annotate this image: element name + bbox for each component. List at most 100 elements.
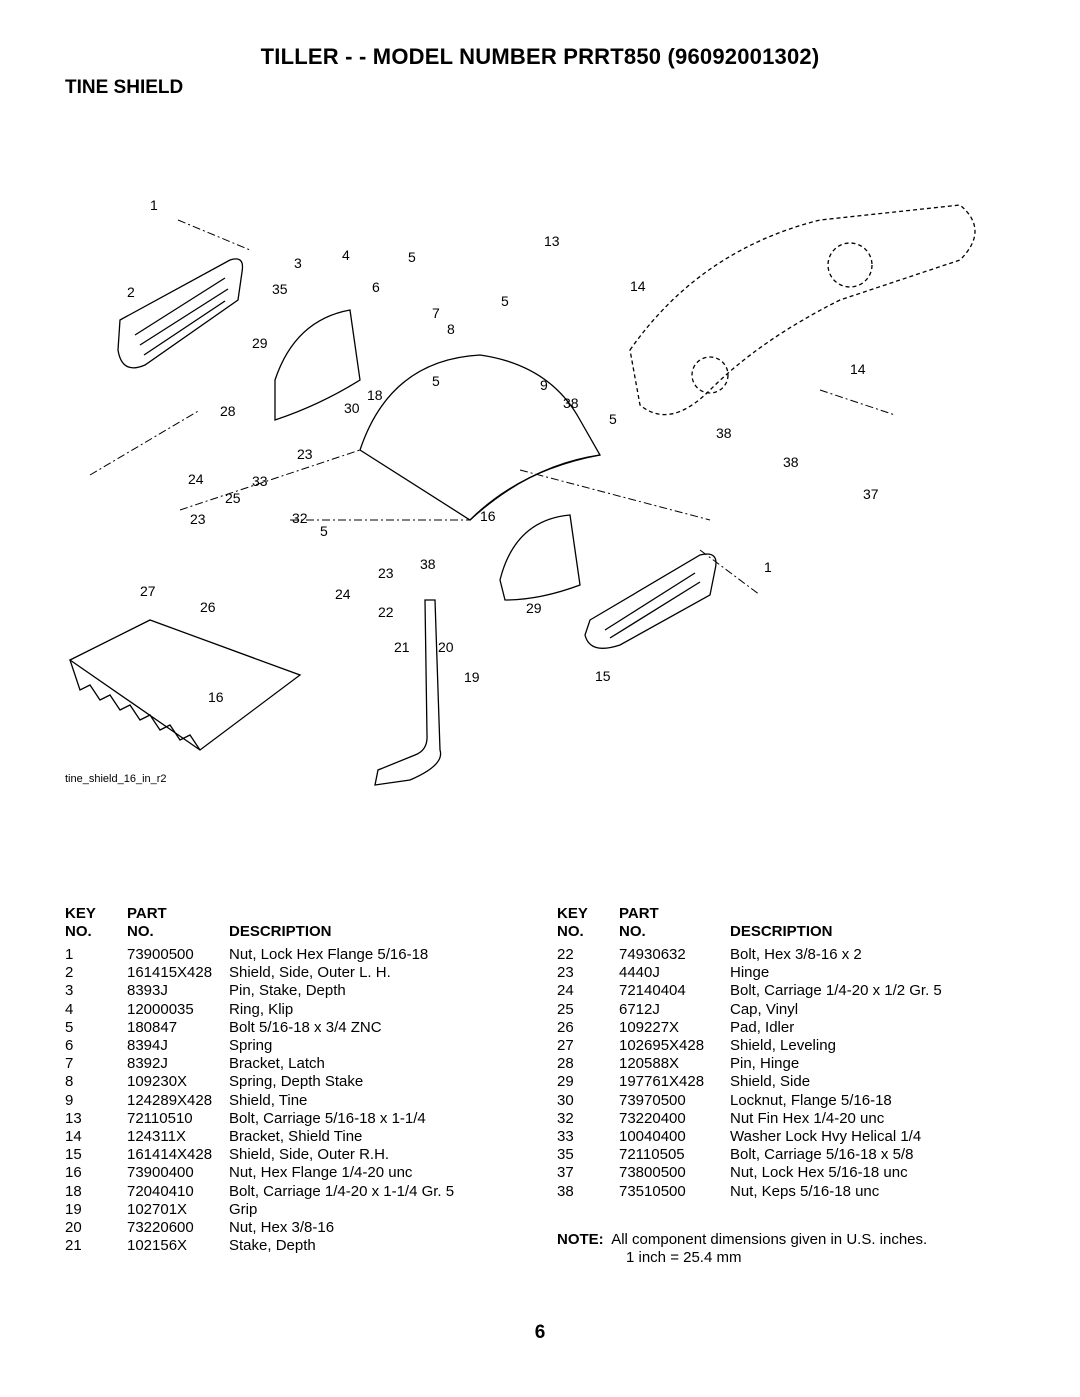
callout-label: 38 [563, 395, 579, 411]
page-number: 6 [534, 1322, 546, 1343]
callout-label: 1 [150, 197, 158, 213]
callout-label: 5 [501, 293, 509, 309]
header-part: PART [127, 905, 167, 922]
key-number: 14 [65, 1128, 82, 1146]
part-description: Nut, Lock Hex 5/16-18 unc [730, 1164, 908, 1182]
callout-label: 24 [188, 471, 204, 487]
callout-label: 23 [190, 511, 206, 527]
part-number: 8392J [127, 1055, 168, 1073]
callout-label: 19 [464, 669, 480, 685]
part-description: Shield, Side [730, 1073, 811, 1091]
key-number: 19 [65, 1200, 82, 1218]
part-description: Pin, Hinge [730, 1055, 800, 1073]
callout-label: 20 [438, 639, 454, 655]
key-number: 13 [65, 1109, 82, 1127]
part-number: 72040410 [127, 1182, 194, 1200]
part-description: Locknut, Flange 5/16-18 [730, 1091, 892, 1109]
callout-label: 27 [140, 583, 156, 599]
key-number: 28 [557, 1055, 574, 1073]
callout-label: 7 [432, 305, 440, 321]
part-description: Nut, Lock Hex Flange 5/16-18 [229, 946, 429, 963]
part-number: 161415X428 [127, 964, 213, 982]
callout-label: 25 [225, 490, 241, 506]
part-description: Stake, Depth [229, 1237, 316, 1255]
leveling-shield-drawing [68, 619, 302, 751]
depth-stake-drawing [374, 599, 442, 786]
key-number: 6 [65, 1037, 74, 1055]
callout-label: 14 [630, 278, 646, 294]
header-key: KEY [65, 905, 96, 922]
callout-label: 29 [526, 600, 542, 616]
table-row: 1 73900500 Nut, Lock Hex Flange 5/16-18 [65, 946, 454, 964]
tine-shield-drawing [359, 354, 602, 521]
part-number: 180847 [127, 1018, 178, 1036]
key-number: 9 [65, 1091, 74, 1109]
part-description: Nut, Keps 5/16-18 unc [730, 1182, 880, 1200]
key-number: 25 [557, 1000, 574, 1018]
key-number: 27 [557, 1037, 574, 1055]
callout-label: 23 [297, 446, 313, 462]
callout-label: 13 [544, 233, 560, 249]
callout-label: 28 [220, 403, 236, 419]
callout-label: 18 [367, 387, 383, 403]
exploded-parts-diagram: 1 2 3 4 5 35 6 7 8 5 29 18 5 9 28 30 23 … [65, 197, 976, 786]
right-inner-shield-drawing [499, 514, 581, 601]
part-description: Bolt, Carriage 5/16-18 x 1-1/4 [229, 1109, 426, 1127]
part-number: 197761X428 [619, 1073, 705, 1091]
part-description: Washer Lock Hvy Helical 1/4 [730, 1128, 922, 1146]
part-number: 8393J [127, 982, 168, 1000]
part-description: Bolt 5/16-18 x 3/4 ZNC [229, 1018, 382, 1036]
header-part: PART [619, 905, 659, 922]
key-number: 1 [65, 946, 74, 963]
callout-label: 5 [609, 411, 617, 427]
part-number: 12000035 [127, 1000, 194, 1018]
callout-label: 1 [764, 559, 772, 575]
key-number: 33 [557, 1128, 574, 1146]
part-number: 4440J [619, 964, 660, 982]
part-description: Nut Fin Hex 1/4-20 unc [730, 1109, 885, 1127]
key-number: 29 [557, 1073, 574, 1091]
callout-label: 33 [252, 473, 268, 489]
section-title: TINE SHIELD [65, 77, 184, 98]
part-number: 72140404 [619, 982, 686, 1000]
callout-label: 2 [127, 284, 135, 300]
tiller-frame-drawing [629, 204, 976, 416]
callout-label: 3 [294, 255, 302, 271]
part-description: Shield, Side, Outer R.H. [229, 1146, 390, 1164]
part-number: 120588X [619, 1055, 680, 1073]
part-number: 6712J [619, 1000, 660, 1018]
part-number: 102701X [127, 1200, 188, 1218]
key-number: 21 [65, 1237, 82, 1255]
header-description: DESCRIPTION [229, 923, 332, 940]
part-description: Bracket, Latch [229, 1055, 325, 1073]
part-description: Shield, Leveling [730, 1037, 836, 1055]
part-number: 73220400 [619, 1109, 686, 1127]
part-number: 109227X [619, 1018, 680, 1036]
part-description: Bolt, Carriage 5/16-18 x 5/8 [730, 1146, 914, 1164]
left-inner-shield-drawing [274, 309, 361, 421]
callout-label: 29 [252, 335, 268, 351]
part-number: 73900500 [127, 946, 194, 963]
part-number: 73220600 [127, 1219, 194, 1237]
part-number: 161414X428 [127, 1146, 213, 1164]
key-number: 2 [65, 964, 74, 982]
key-number: 15 [65, 1146, 82, 1164]
callout-label: 26 [200, 599, 216, 615]
part-number: 10040400 [619, 1128, 686, 1146]
header-key-no: NO. [65, 923, 92, 940]
part-number: 124289X428 [127, 1091, 213, 1109]
part-number: 73900400 [127, 1164, 194, 1182]
part-description: Grip [229, 1200, 258, 1218]
